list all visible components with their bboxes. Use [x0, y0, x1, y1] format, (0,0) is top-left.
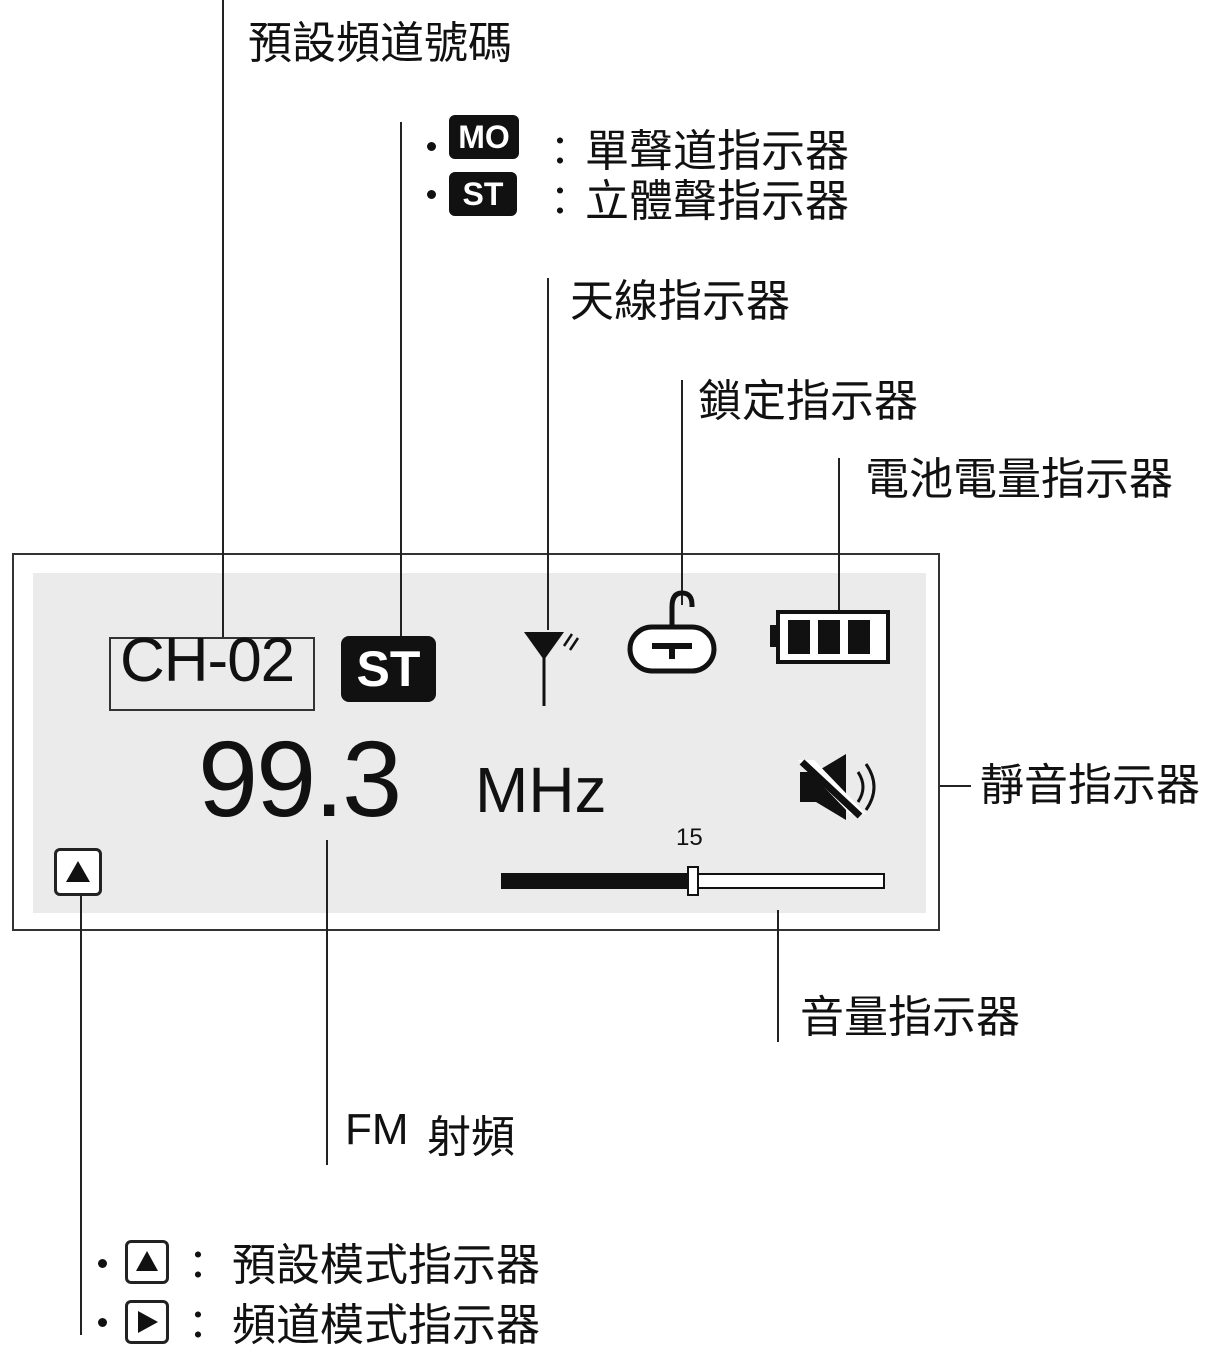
- leader-line-channel: [222, 0, 224, 637]
- leader-line-lock-inner: [681, 553, 683, 605]
- colon-preset-mode: ：: [188, 1241, 228, 1287]
- bullet-mono: [427, 142, 436, 151]
- leader-line-mode: [80, 895, 82, 1335]
- mute-speaker-icon: [796, 752, 888, 822]
- battery-icon: [766, 608, 892, 666]
- label-preset-mode-indicator: 預設模式指示器: [232, 1240, 540, 1291]
- bullet-preset-mode: [98, 1259, 107, 1268]
- label-preset-channel-number: 預設頻道號碼: [248, 18, 512, 69]
- leader-line-lock: [681, 380, 683, 605]
- label-mono-indicator: 單聲道指示器: [585, 126, 849, 177]
- stereo-badge-legend: ST: [449, 172, 517, 216]
- frequency-value: 99.3: [198, 718, 402, 839]
- leader-line-frequency-inner: [326, 840, 328, 931]
- label-mute-indicator: 靜音指示器: [980, 760, 1200, 811]
- channel-number: CH-02: [120, 626, 295, 695]
- leader-line-antenna: [547, 278, 549, 630]
- label-fm: FM: [345, 1105, 409, 1154]
- volume-knob: [687, 866, 699, 896]
- volume-fill: [501, 873, 693, 889]
- label-fm-frequency: 射頻: [427, 1112, 515, 1163]
- leader-line-frequency: [326, 840, 328, 1165]
- label-lock-indicator: 鎖定指示器: [698, 376, 918, 427]
- leader-line-mode-inner: [80, 895, 82, 931]
- label-antenna-indicator: 天線指示器: [570, 276, 790, 327]
- leader-line-volume-inner: [777, 910, 779, 931]
- colon-stereo: ：: [550, 177, 590, 223]
- leader-line-battery-inner: [838, 553, 840, 618]
- label-battery-indicator: 電池電量指示器: [865, 454, 1173, 505]
- leader-line-volume: [777, 910, 779, 1042]
- preset-mode-display-icon: [54, 848, 102, 896]
- leader-line-channel-inner: [222, 553, 224, 637]
- frequency-unit: MHz: [475, 754, 607, 826]
- leader-line-battery: [838, 458, 840, 618]
- label-stereo-indicator: 立體聲指示器: [585, 176, 849, 227]
- bullet-stereo: [427, 190, 436, 199]
- channel-mode-legend-icon: [125, 1300, 169, 1344]
- label-channel-mode-indicator: 頻道模式指示器: [232, 1300, 540, 1351]
- antenna-icon: [518, 622, 580, 706]
- leader-line-antenna-inner: [547, 553, 549, 630]
- lock-icon: [626, 585, 718, 677]
- volume-number: 15: [676, 824, 703, 851]
- label-volume-indicator: 音量指示器: [800, 992, 1020, 1043]
- channel-box: [109, 637, 315, 711]
- leader-line-stereo: [400, 122, 402, 640]
- bullet-channel-mode: [98, 1318, 107, 1327]
- mono-badge: MO: [449, 115, 519, 159]
- colon-mono: ：: [550, 127, 590, 173]
- preset-mode-legend-icon: [125, 1240, 169, 1284]
- colon-channel-mode: ：: [188, 1301, 228, 1347]
- stereo-badge-display: ST: [341, 636, 436, 702]
- leader-line-stereo-inner: [400, 553, 402, 640]
